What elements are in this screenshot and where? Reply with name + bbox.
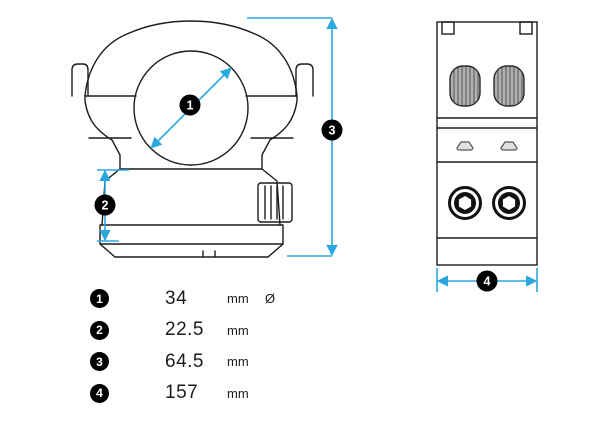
clamp-knob — [257, 182, 293, 223]
dim-badge-2: 2 — [94, 194, 116, 216]
svg-text:3: 3 — [329, 124, 336, 138]
body-right-outline — [261, 95, 298, 226]
top-tab-left — [441, 21, 455, 35]
ring-top-cap — [84, 20, 298, 97]
legend-value-2: 22.5 — [165, 319, 204, 341]
legend-row-4: 4 157 mm — [90, 378, 275, 410]
knurled-screw-right — [493, 65, 525, 107]
legend-badge-3: 3 — [90, 352, 109, 372]
body-left-outline — [84, 95, 121, 226]
hex-socket-screw-left — [448, 186, 482, 220]
legend-row-2: 2 22.5 mm — [90, 315, 275, 347]
nut-left — [456, 141, 474, 151]
top-tab-right — [519, 21, 533, 35]
mount-body-outline — [436, 21, 538, 266]
dovetail-clamp — [99, 224, 284, 258]
legend-value-4: 157 — [165, 382, 199, 404]
svg-text:4: 4 — [484, 275, 491, 289]
mount-side-view: 4 — [436, 21, 538, 292]
dim-badge-3: 3 — [321, 119, 343, 141]
ring-bore-circle — [133, 50, 249, 166]
legend-unit-1: mm — [227, 291, 249, 307]
left-ear — [71, 63, 89, 97]
dim-badge-1: 1 — [179, 94, 201, 116]
legend-value-1: 34 — [165, 287, 188, 309]
front-view-line-art — [71, 20, 314, 258]
nut-right — [500, 141, 518, 151]
legend-badge-1: 1 — [90, 289, 109, 309]
knurled-screw-left — [449, 65, 481, 107]
svg-text:1: 1 — [187, 99, 194, 113]
legend-row-1: 1 34 mm Ø — [90, 283, 275, 315]
dim-badge-4: 4 — [476, 270, 498, 292]
scope-ring-front-view: 1 2 3 — [71, 17, 343, 258]
svg-text:2: 2 — [102, 199, 109, 213]
legend-diameter-symbol: Ø — [265, 291, 276, 307]
hex-socket-screw-right — [492, 186, 526, 220]
legend-unit-2: mm — [227, 322, 249, 338]
right-ear — [295, 63, 314, 97]
dimension-legend: 1 34 mm Ø 2 22.5 mm 3 64.5 mm 4 157 mm — [90, 283, 275, 409]
legend-value-3: 64.5 — [165, 350, 204, 372]
front-dimension-lines — [97, 17, 338, 257]
legend-row-3: 3 64.5 mm — [90, 346, 275, 378]
legend-badge-4: 4 — [90, 383, 109, 403]
side-view-line-art — [436, 21, 538, 266]
legend-badge-2: 2 — [90, 320, 109, 340]
legend-unit-4: mm — [227, 385, 249, 401]
legend-unit-3: mm — [227, 354, 249, 370]
